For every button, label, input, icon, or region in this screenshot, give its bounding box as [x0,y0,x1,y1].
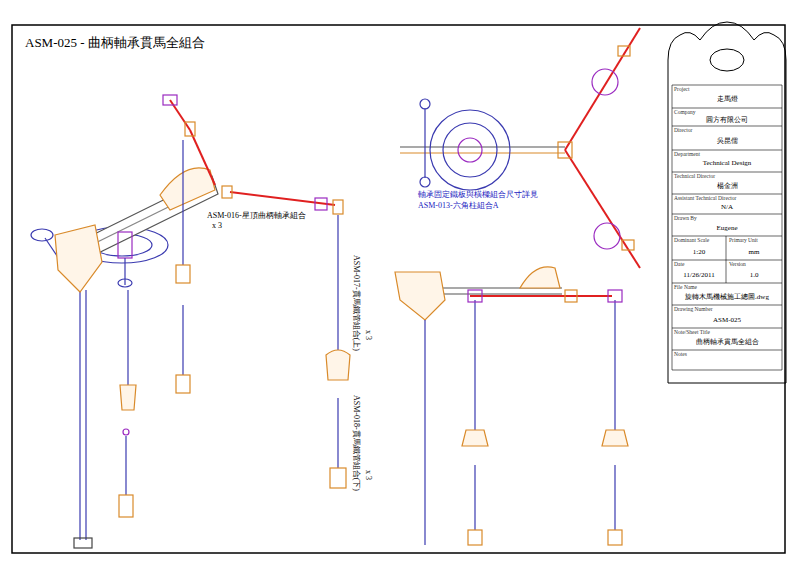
part-label: ASM-016-星頂曲柄軸承組合 [207,211,306,220]
title-block-value: 1.0 [726,271,782,279]
title-block-field: Dominant Scale [674,237,709,243]
title-block-field: Drawn By [674,215,697,221]
title-block-field: Director [674,127,692,133]
title-block-value: 楊金洲 [672,182,782,190]
drawing-title: ASM-025 - 曲柄軸承貫馬全組合 [25,36,205,51]
title-block-field: Company [674,109,695,115]
title-block-field: Assistant Technical Director [674,195,736,201]
title-block-field: Drawing Number [674,306,713,312]
title-block-field: Date [674,261,684,267]
title-block-value: Eugene [672,224,782,232]
title-block-field: Technical Director [674,173,715,179]
note: ASM-013-六角柱組合A [418,201,498,210]
part-label: ASM-017-貫馬鐵管組合(上) [352,255,361,351]
title-block-field: Project [674,86,690,92]
title-block-value: 吳昆儒 [672,137,782,145]
quantity: x 3 [212,221,222,230]
title-block-value: 旋轉木馬機械施工總圖.dwg [672,293,782,301]
title-block-value: 11/26/2011 [672,271,726,279]
title-block-field: Notes [674,351,687,357]
title-block-value: 圓方有限公司 [672,116,782,124]
note: 軸承固定鐵板與橫樑組合尺寸詳見 [418,190,538,199]
title-block-value: Technical Design [672,159,782,167]
quantity: x 3 [364,470,373,480]
part-label: ASM-018-貫馬鐵管組合(下) [352,395,361,491]
title-block-field: Primary Unit [729,237,758,243]
title-block-field: Note/Sheet Title [674,329,710,335]
title-block-value: 1:20 [672,248,726,256]
title-block-value: ASM-025 [672,316,782,324]
title-block-value: N/A [672,203,782,211]
title-block-field: File Name [674,284,697,290]
quantity: x 3 [364,330,373,340]
title-block-value: 走馬燈 [672,95,782,103]
title-block-value: 曲柄軸承貫馬全組合 [672,338,782,346]
title-block-field: Department [674,151,700,157]
title-block-field: Version [729,261,746,267]
title-block-value: mm [726,248,782,256]
